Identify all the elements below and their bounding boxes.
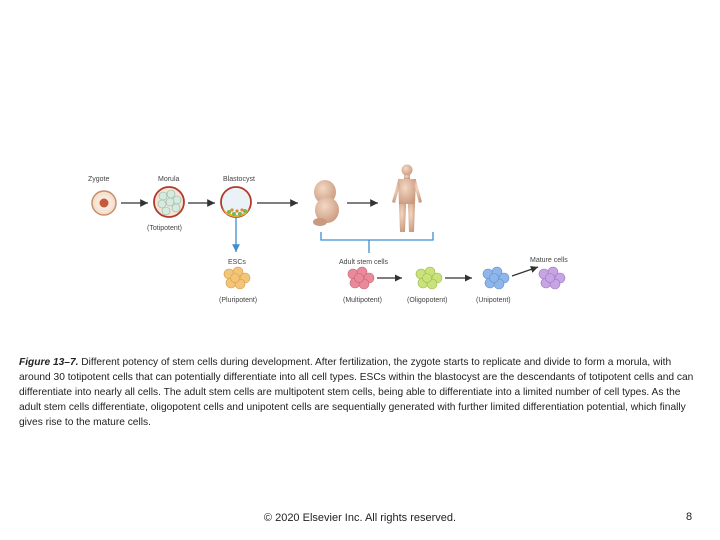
- morula-cell: [153, 186, 185, 218]
- zygote-cell: [91, 190, 117, 216]
- figure-label: Figure 13–7.: [19, 357, 79, 368]
- mature-cells-cluster: [538, 266, 566, 290]
- label-blastocyst: Blastocyst: [223, 176, 255, 183]
- label-escs: ESCs: [228, 259, 246, 266]
- label-pluripotent: (Pluripotent): [219, 297, 258, 304]
- potency-diagram: Zygote Morula Blastocyst (Totipotent) ES…: [80, 160, 600, 310]
- caption-text: Different potency of stem cells during d…: [19, 357, 694, 428]
- label-oligopotent: (Oligopotent): [407, 297, 448, 304]
- label-zygote: Zygote: [88, 176, 110, 183]
- label-totipotent: (Totipotent): [147, 225, 183, 232]
- label-multipotent: (Multipotent): [343, 297, 382, 304]
- adult-human-illustration: [392, 164, 422, 232]
- label-mature-cells: Mature cells: [530, 257, 568, 264]
- escs-cluster: [223, 266, 251, 290]
- page-number: 8: [686, 511, 693, 523]
- label-adult-stem-cells: Adult stem cells: [339, 259, 389, 266]
- copyright-footer: © 2020 Elsevier Inc. All rights reserved…: [263, 512, 457, 524]
- figure-caption: Figure 13–7. Different potency of stem c…: [19, 355, 699, 430]
- label-morula: Morula: [158, 176, 180, 183]
- oligopotent-cluster: [415, 266, 443, 290]
- diagram-graphics: [91, 164, 566, 290]
- label-unipotent: (Unipotent): [476, 297, 511, 304]
- multipotent-cluster: [347, 266, 375, 290]
- blastocyst-cell: [220, 186, 252, 218]
- fetus-illustration: [313, 180, 339, 226]
- unipotent-cluster: [482, 266, 510, 290]
